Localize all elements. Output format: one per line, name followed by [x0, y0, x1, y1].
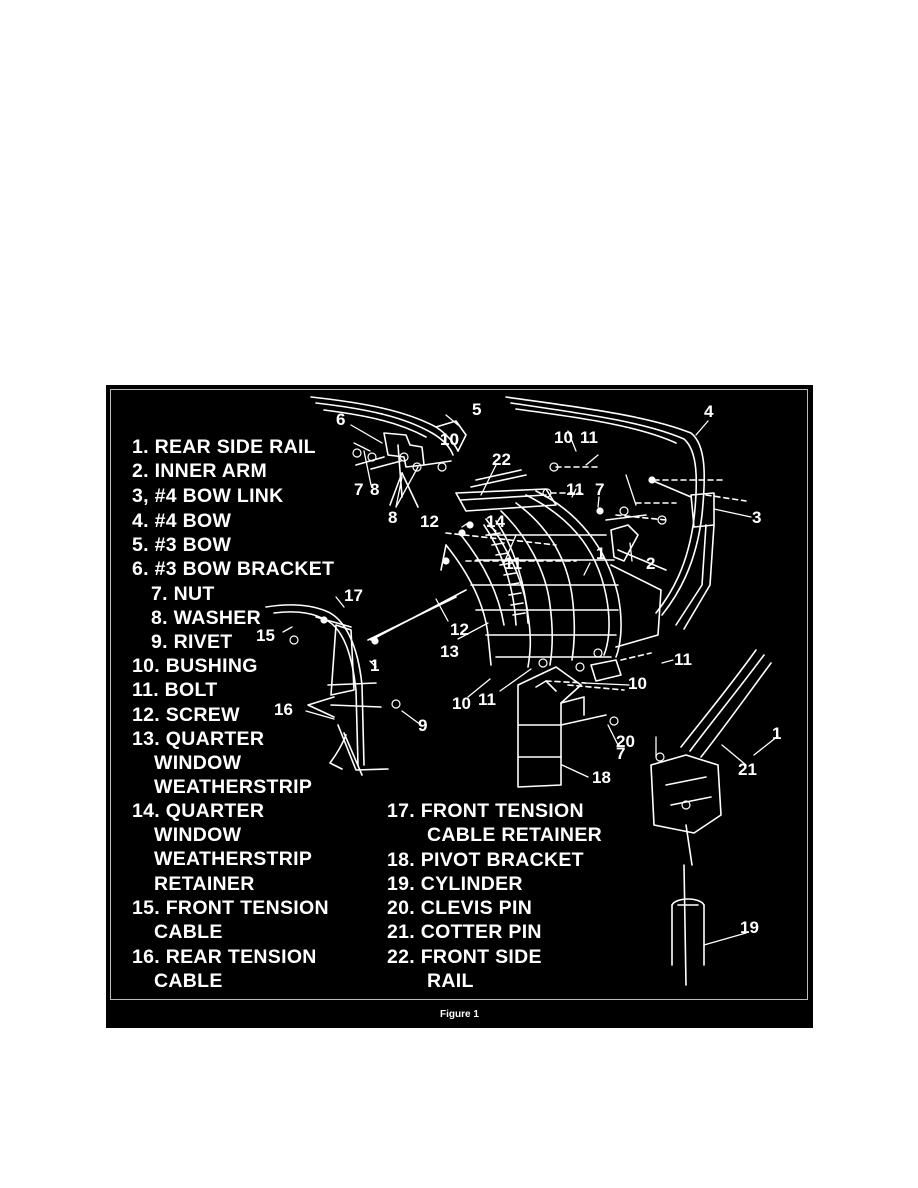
callout-label: 1	[596, 544, 606, 563]
callout-label: 4	[704, 402, 714, 421]
callout-label: 10	[440, 430, 459, 449]
leader-lines-drawing	[282, 414, 779, 946]
callout-label: 1	[772, 724, 782, 743]
callout-label: 11	[478, 690, 496, 709]
callout-label: 11	[504, 554, 522, 573]
legend-item: CABLE	[154, 970, 223, 992]
callout-label: 19	[740, 918, 759, 937]
callout-label: 11	[674, 650, 692, 669]
tension-cables-drawing	[265, 589, 467, 776]
callout-label: 1	[370, 656, 380, 675]
callout-label: 9	[418, 716, 428, 735]
callout-label: 10	[452, 694, 471, 713]
fastener-symbols	[289, 448, 691, 810]
legend-item: 3, #4 BOW LINK	[132, 485, 284, 507]
legend-item: 16. REAR TENSION	[132, 946, 317, 968]
legend-item: 12. SCREW	[132, 704, 240, 726]
callout-label: 15	[256, 626, 275, 645]
legend-item: 8. WASHER	[151, 607, 261, 629]
bow-4-drawing	[505, 396, 706, 616]
legend-item: 22. FRONT SIDE	[387, 946, 542, 968]
legend-item: CABLE RETAINER	[427, 824, 603, 846]
callout-label: 21	[738, 760, 757, 779]
bow-4-link-drawing	[650, 479, 715, 630]
legend-item: 20. CLEVIS PIN	[387, 897, 533, 919]
callout-label: 22	[492, 450, 511, 469]
legend-item: RETAINER	[154, 873, 255, 895]
legend-item: 21. COTTER PIN	[387, 921, 542, 943]
legend-item: 9. RIVET	[151, 631, 233, 653]
legend-item: CABLE	[154, 921, 223, 943]
figure-inner-frame	[110, 389, 808, 1000]
callout-label: 7	[616, 744, 626, 763]
weatherstrip-retainer-drawing	[483, 520, 529, 626]
legend-item: WEATHERSTRIP	[154, 848, 313, 870]
callout-label: 2	[646, 554, 656, 573]
legend-item: 13. QUARTER	[132, 728, 265, 750]
legend-item: 18. PIVOT BRACKET	[387, 849, 584, 871]
callout-label: 16	[274, 700, 293, 719]
front-side-rail-drawing	[455, 469, 557, 512]
legend-item: 7. NUT	[151, 583, 215, 605]
callout-label: 14	[486, 512, 505, 531]
legend-item: 1. REAR SIDE RAIL	[132, 436, 316, 458]
callout-label: 8	[370, 480, 380, 499]
legend-item: 14. QUARTER	[132, 800, 265, 822]
legend-item: 5. #3 BOW	[132, 534, 232, 556]
callout-label: 7	[354, 480, 364, 499]
cylinder-assembly-drawing	[650, 649, 772, 986]
legend-item: 15. FRONT TENSION	[132, 897, 329, 919]
pivot-bracket-drawing	[517, 659, 622, 788]
callout-label: 13	[440, 642, 459, 661]
callout-label: 8	[388, 508, 398, 527]
callout-label: 20	[616, 732, 635, 751]
figure-caption: Figure 1	[440, 1009, 479, 1020]
callout-label: 17	[344, 586, 363, 605]
callout-label: 7	[595, 480, 605, 499]
callout-label: 10	[628, 674, 647, 693]
legend-item: WEATHERSTRIP	[154, 776, 313, 798]
fastener-lines-drawing	[445, 466, 747, 691]
callout-label: 11	[566, 480, 584, 499]
legend-item: 19. CYLINDER	[387, 873, 523, 895]
legend-item: RAIL	[427, 970, 474, 992]
callout-label: 3	[752, 508, 762, 527]
bow-3-drawing	[310, 396, 467, 456]
legend-item: WINDOW	[154, 824, 242, 846]
callout-label: 12	[420, 512, 439, 531]
rear-side-rail-drawing	[440, 490, 667, 668]
callout-label: 6	[336, 410, 346, 429]
legend-item: 6. #3 BOW BRACKET	[132, 558, 335, 580]
callout-label: 10	[440, 430, 459, 449]
legend-item: 17. FRONT TENSION	[387, 800, 584, 822]
callout-label: 12	[450, 620, 469, 639]
callout-label: 11	[580, 428, 598, 447]
legend-item: 10. BUSHING	[132, 655, 258, 677]
legend-item: 11. BOLT	[132, 679, 218, 701]
exploded-view-drawing	[265, 396, 779, 986]
callout-label: 10	[554, 428, 573, 447]
callout-label: 5	[472, 400, 482, 419]
legend-item: 4. #4 BOW	[132, 510, 232, 532]
legend-item: 2. INNER ARM	[132, 460, 268, 482]
callout-label: 18	[592, 768, 611, 787]
legend-item: WINDOW	[154, 752, 242, 774]
